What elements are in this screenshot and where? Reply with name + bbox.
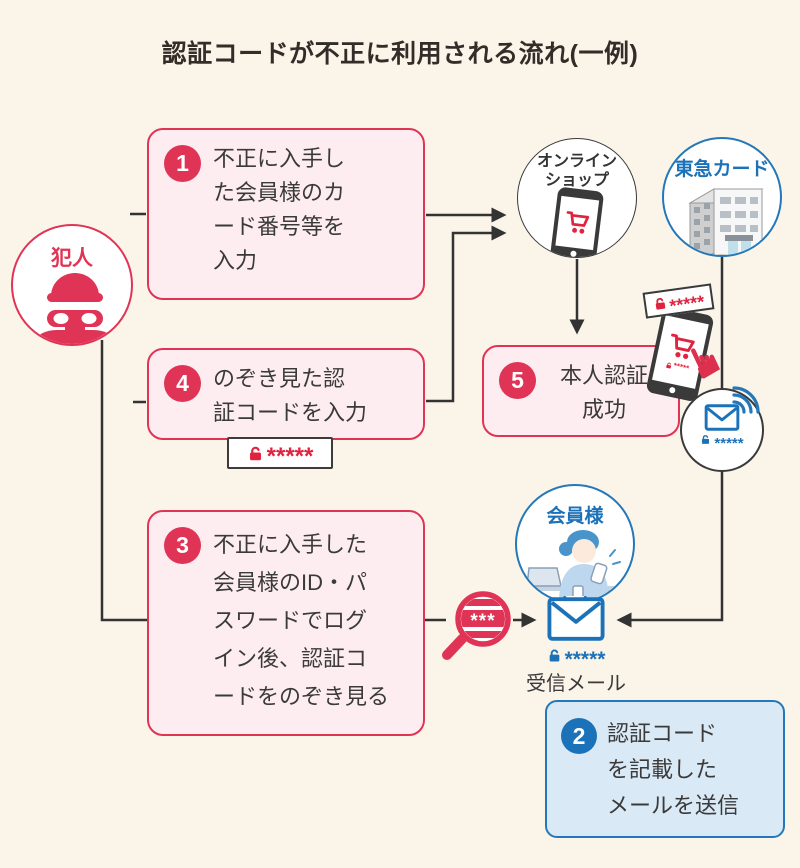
magnifier-peek-icon: *** (442, 591, 511, 660)
step-2-badge: 2 (561, 718, 597, 754)
tokyu-card-node: 東急カード (662, 137, 782, 257)
step-2-text: 認証コード を記載した メールを送信 (607, 721, 740, 818)
mail-code-row: ***** (700, 432, 744, 451)
office-building-icon (688, 188, 764, 255)
step-1-text: 不正に入手し た会員様のカ ード番号等を 入力 (213, 146, 346, 273)
step-box-5: 5 本人認証 成功 (482, 345, 680, 437)
member-label: 会員様 (546, 506, 604, 527)
mail-code-value: ***** (714, 435, 744, 452)
step-3-badge: 3 (164, 527, 201, 564)
tokyu-card-label: 東急カード (674, 159, 770, 180)
arrow-tokyu-mail (616, 257, 724, 628)
magnifier-code-value: *** (470, 611, 495, 632)
auth-code-value: ***** (266, 443, 314, 470)
open-lock-icon (249, 446, 261, 460)
burglar-icon (31, 273, 119, 344)
step-3-text: 不正に入手した 会員様のID・パ スワードでログ イン後、認証コ ードをのぞき見… (213, 532, 390, 709)
open-lock-icon (666, 362, 672, 369)
page-title: 認証コードが不正に利用される流れ(一例) (161, 40, 639, 68)
stolen-code-chip: ***** (642, 283, 715, 319)
step-box-1: 1 不正に入手し た会員様のカ ード番号等を 入力 (147, 128, 425, 300)
step-4-text: のぞき見た認 証コードを入力 (213, 366, 368, 425)
smartphone-icon: ***** (645, 305, 715, 403)
code-mail-node: ***** (680, 388, 764, 472)
step-4-badge: 4 (164, 365, 201, 402)
step-box-2: 2 認証コード を記載した メールを送信 (545, 700, 785, 838)
received-code-row: ***** (496, 645, 656, 670)
cart-icon (566, 211, 590, 234)
member-illustration (523, 530, 631, 602)
open-lock-icon (655, 298, 666, 310)
step-box-3: 3 不正に入手した 会員様のID・パ スワードでログ イン後、認証コ ードをのぞ… (147, 510, 425, 736)
received-code-value: ***** (564, 648, 606, 671)
member-actor: 会員様 (515, 484, 635, 604)
cart-icon (671, 333, 695, 359)
step-1-badge: 1 (164, 145, 201, 182)
mail-icon (704, 404, 740, 431)
online-shop-node: オンライン ショップ (517, 138, 637, 258)
fraud-input-group: ***** ***** ☛ (638, 282, 753, 407)
received-mail-icon (547, 597, 605, 641)
online-shop-label: オンライン ショップ (536, 153, 617, 189)
criminal-actor: 犯人 (11, 224, 133, 346)
smartphone-icon (549, 186, 605, 257)
arrow-box4-shop (426, 225, 507, 403)
received-mail-label: 受信メール (526, 673, 626, 695)
criminal-label: 犯人 (51, 247, 93, 270)
step-5-badge: 5 (499, 362, 536, 399)
step-box-4: 4 のぞき見た認 証コードを入力 (147, 348, 425, 440)
open-lock-icon (549, 649, 559, 662)
open-lock-icon (702, 435, 710, 444)
wifi-signal-icon (732, 386, 760, 414)
stolen-code-value: ***** (668, 291, 706, 317)
auth-code-field: ***** (227, 437, 333, 469)
step-5-text: 本人認証 成功 (559, 363, 648, 422)
